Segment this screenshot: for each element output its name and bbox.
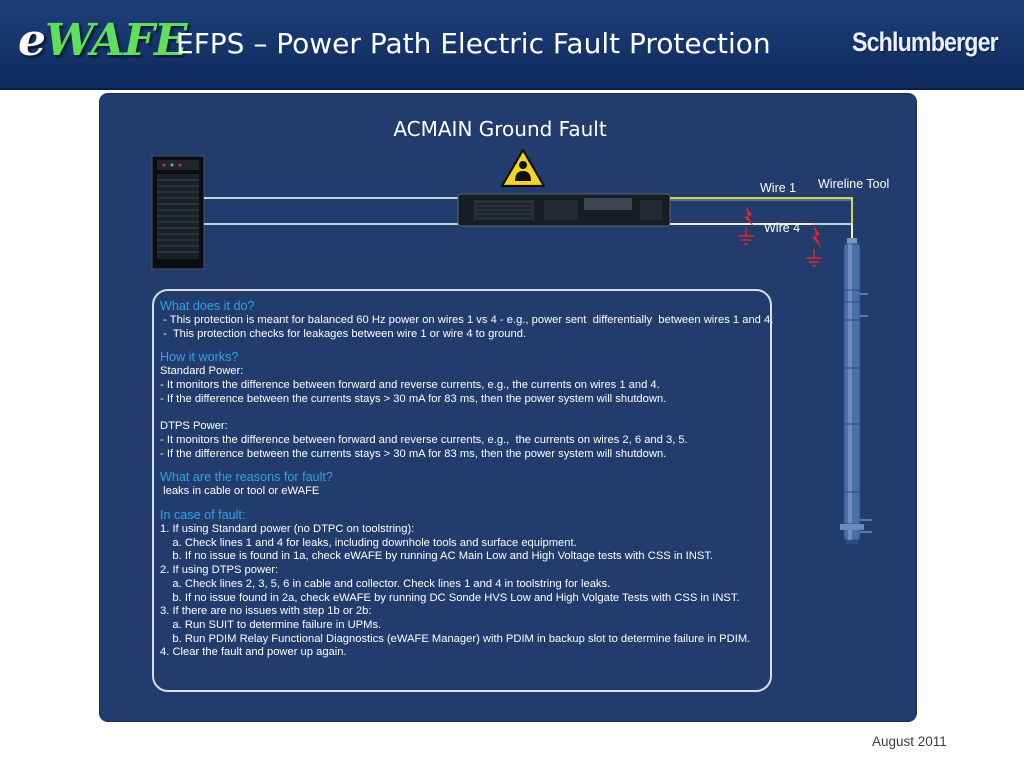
ewafe-chassis-icon <box>457 193 671 227</box>
section-heading: What does it do? <box>160 299 255 313</box>
info-box: What does it do? - This protection is me… <box>152 289 774 692</box>
fault-lightning-icon-wire4 <box>806 226 822 267</box>
section-what-it-does: What does it do? - This protection is me… <box>160 299 774 341</box>
diagram-title: ACMAIN Ground Fault <box>393 117 607 141</box>
fault-lightning-icon-wire1 <box>738 206 754 245</box>
wireline-tool-icon <box>840 238 872 544</box>
footer-date: August 2011 <box>872 734 947 749</box>
text-line: 1. If using Standard power (no DTPC on t… <box>160 523 415 536</box>
page-title: EFPS – Power Path Electric Fault Protect… <box>176 27 771 60</box>
warning-icon <box>500 148 546 188</box>
text-line: - This protection checks for leakages be… <box>160 327 527 340</box>
text-line: - It monitors the difference between for… <box>160 379 660 392</box>
text-line: - If the difference between the currents… <box>160 447 667 460</box>
section-how-it-works: How it works? Standard Power: - It monit… <box>160 350 762 461</box>
tool-wires <box>670 197 853 240</box>
diagram-panel: ACMAIN Ground Fault Wire 1 Wire 4 Wireli… <box>100 94 916 721</box>
ewafe-logo-wafe: WAFE <box>45 15 188 66</box>
surface-rack-icon <box>151 155 205 270</box>
text-line: DTPS Power: <box>160 420 228 433</box>
section-heading: In case of fault: <box>160 508 246 523</box>
text-line: a. Check lines 1 and 4 for leaks, includ… <box>160 536 577 549</box>
circuit-diagram <box>151 155 872 544</box>
section-in-case-of-fault: In case of fault: 1. If using Standard p… <box>160 508 762 660</box>
section-fault-reasons: What are the reasons for fault? leaks in… <box>160 470 762 499</box>
text-line: - This protection is meant for balanced … <box>160 314 774 326</box>
wire4-label: Wire 4 <box>764 221 801 235</box>
text-line: Standard Power: <box>160 365 244 378</box>
wire1-label: Wire 1 <box>760 181 797 195</box>
text-line: b. If no issue is found in 1a, check eWA… <box>160 550 714 563</box>
header-bar: eWAFE EFPS – Power Path Electric Fault P… <box>0 0 1024 90</box>
wireline-tool-label: Wireline Tool <box>818 177 890 191</box>
text-line: - If the difference between the currents… <box>160 392 667 405</box>
section-heading: What are the reasons for fault? <box>160 470 333 485</box>
text-line: b. Run PDIM Relay Functional Diagnostics… <box>160 632 751 645</box>
section-heading: How it works? <box>160 350 239 365</box>
text-line: a. Check lines 2, 3, 5, 6 in cable and c… <box>160 577 611 590</box>
text-line: leaks in cable or tool or eWAFE <box>160 485 320 498</box>
text-line: a. Run SUIT to determine failure in UPMs… <box>160 618 382 631</box>
schlumberger-logo: Schlumberger <box>852 27 999 57</box>
text-line: 3. If there are no issues with step 1b o… <box>160 605 372 618</box>
text-line: 4. Clear the fault and power up again. <box>160 646 347 659</box>
ewafe-logo-e: e <box>18 15 46 66</box>
surface-wires <box>204 197 460 225</box>
text-line: 2. If using DTPS power: <box>160 564 279 577</box>
ewafe-logo: eWAFE <box>18 12 188 70</box>
text-line: b. If no issue found in 2a, check eWAFE … <box>160 591 740 604</box>
text-line: - It monitors the difference between for… <box>160 433 688 446</box>
